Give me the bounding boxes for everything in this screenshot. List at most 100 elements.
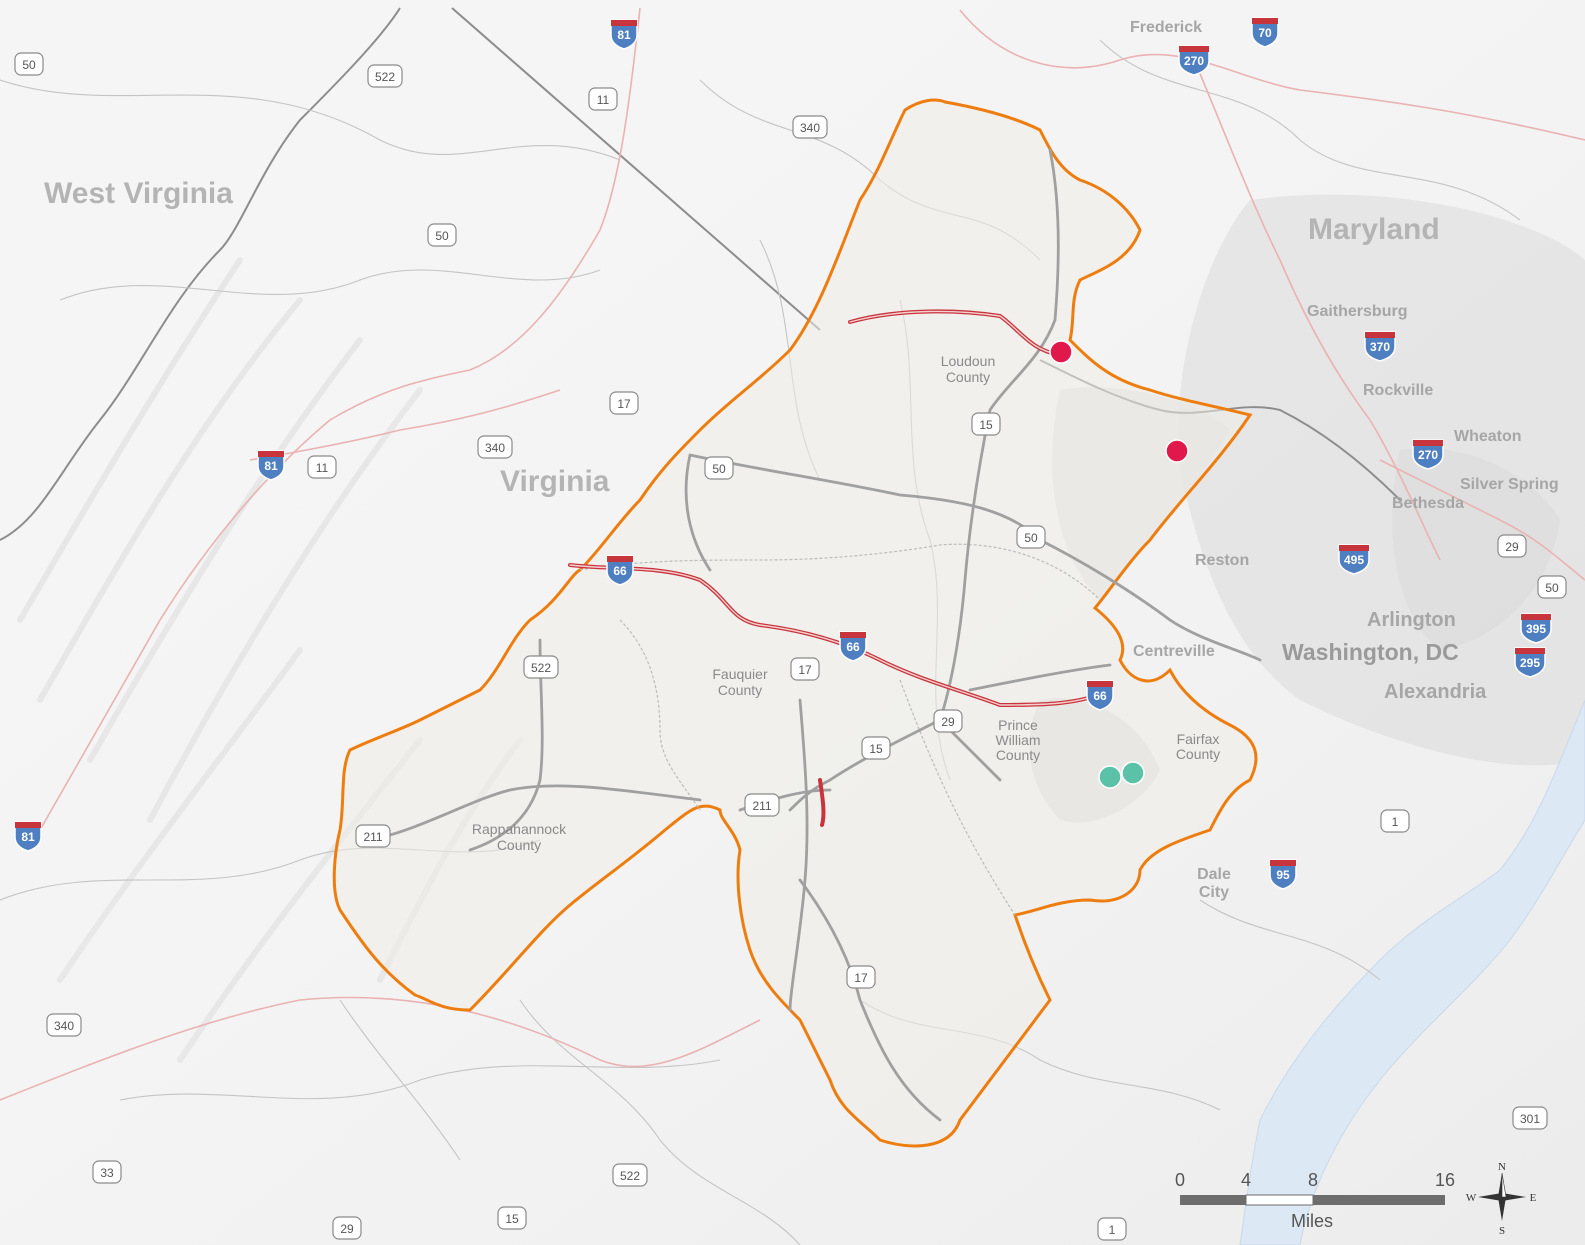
us-route-shield-label: 15	[869, 742, 883, 756]
us-route-shield-label: 11	[316, 461, 329, 475]
county-label-rappahannock-line1: Rappahannock	[472, 821, 567, 837]
scale-bar: 0 4 8 16 Miles	[1175, 1170, 1455, 1231]
interstate-shield-label: 81	[21, 830, 35, 844]
us-route-shield-label: 29	[340, 1222, 354, 1236]
interstate-shield-label: 66	[846, 640, 860, 654]
county-label-loudoun-line2: County	[946, 369, 990, 385]
city-label-dale-city-line2: City	[1199, 884, 1229, 901]
interstate-shield-label: 295	[1520, 656, 1540, 670]
us-route-shield-label: 522	[620, 1169, 640, 1183]
city-label-reston: Reston	[1195, 552, 1249, 569]
county-label-fauquier-line2: County	[718, 682, 762, 698]
us-route-shield-label: 29	[1505, 540, 1519, 554]
interstate-shield-label: 495	[1344, 553, 1364, 567]
city-label-dale-city-line1: Dale	[1197, 866, 1231, 883]
state-label-west-virginia: West Virginia	[44, 177, 233, 210]
scale-tick-4: 4	[1241, 1170, 1251, 1190]
county-label-rappahannock-line2: County	[497, 837, 541, 853]
compass-e: E	[1530, 1192, 1537, 1204]
interstates	[568, 309, 1112, 827]
county-labels: Loudoun County Fauquier County Rappahann…	[472, 353, 1220, 853]
county-label-fauquier-line1: Fauquier	[712, 666, 768, 682]
us-route-shield-label: 211	[363, 830, 382, 844]
state-label-maryland: Maryland	[1308, 213, 1440, 246]
interstate-shield-label: 270	[1418, 448, 1438, 462]
us-highways	[368, 148, 1262, 1122]
us-route-shield-label: 301	[1520, 1112, 1540, 1126]
red-location-marker[interactable]	[1049, 340, 1073, 364]
city-label-rockville: Rockville	[1363, 382, 1433, 399]
scale-segment	[1245, 1194, 1314, 1206]
compass-n: N	[1498, 1161, 1506, 1173]
scale-segment	[1313, 1195, 1445, 1205]
interstate-shield-label: 395	[1526, 622, 1546, 636]
scale-tick-16: 16	[1435, 1170, 1455, 1190]
county-boundaries	[579, 543, 1101, 916]
city-label-frederick: Frederick	[1130, 19, 1202, 36]
water-bodies	[1239, 699, 1585, 1245]
compass-s: S	[1499, 1225, 1505, 1237]
city-label-alexandria: Alexandria	[1384, 681, 1487, 703]
city-label-wheaton: Wheaton	[1454, 428, 1522, 445]
north-arrow-icon: N S E W	[1466, 1161, 1537, 1237]
county-label-prince-william-line1: Prince	[998, 717, 1038, 733]
interstate-shield-label: 70	[1258, 26, 1272, 40]
interstate-shield-label: 270	[1184, 54, 1204, 68]
us-route-shield-label: 522	[375, 70, 395, 84]
city-label-silver-spring: Silver Spring	[1460, 476, 1559, 493]
us-route-shield-label: 33	[100, 1166, 114, 1180]
secondary-highways	[0, 7, 1585, 1101]
interstate-shield-label: 81	[264, 459, 278, 473]
county-label-prince-william-line3: County	[996, 747, 1040, 763]
us-route-shield-label: 17	[798, 663, 812, 677]
interstate-shield-label: 66	[613, 564, 627, 578]
city-label-bethesda: Bethesda	[1392, 495, 1464, 512]
study-area-boundary	[332, 98, 1258, 1148]
county-label-prince-william-line2: William	[995, 732, 1040, 748]
us-route-shield-label: 340	[485, 441, 505, 455]
scale-tick-0: 0	[1175, 1170, 1185, 1190]
city-labels: Frederick Gaithersburg Rockville Wheaton…	[1130, 19, 1559, 901]
us-route-shields: 50 522 11 340 50 17 340 11 50 15 50 29 5…	[14, 52, 1567, 1241]
interstate-shield-label: 370	[1370, 340, 1390, 354]
us-route-shield-label: 29	[941, 715, 955, 729]
us-route-shield-label: 17	[617, 397, 631, 411]
point-markers[interactable]	[1049, 340, 1189, 789]
interstate-shield-label: 95	[1276, 868, 1290, 882]
county-label-loudoun-line1: Loudoun	[941, 353, 996, 369]
state-label-virginia: Virginia	[500, 465, 610, 498]
scale-unit-label: Miles	[1291, 1211, 1333, 1231]
city-label-arlington: Arlington	[1367, 609, 1456, 631]
us-route-shield-label: 211	[752, 799, 771, 813]
interstate-shield-label: 66	[1093, 689, 1107, 703]
compass-w: W	[1466, 1192, 1477, 1204]
us-route-shield-label: 1	[1392, 815, 1399, 829]
interstate-shields: 81 70 270 370 270 495 395 295 81 81 66 6…	[14, 17, 1552, 890]
us-route-shield-label: 50	[435, 229, 449, 243]
us-route-shield-label: 50	[712, 462, 726, 476]
city-label-centreville: Centreville	[1133, 643, 1215, 660]
us-route-shield-label: 15	[979, 418, 993, 432]
us-route-shield-label: 522	[531, 661, 551, 675]
us-route-shield-label: 11	[597, 93, 610, 107]
us-route-shield-label: 50	[1024, 531, 1038, 545]
city-label-washington-dc: Washington, DC	[1282, 639, 1459, 665]
scale-segment	[1180, 1195, 1246, 1205]
state-labels: West Virginia Maryland Virginia	[44, 177, 1440, 498]
scale-tick-8: 8	[1308, 1170, 1318, 1190]
us-route-shield-label: 1	[1109, 1223, 1116, 1237]
us-route-shield-label: 15	[505, 1212, 519, 1226]
county-label-fairfax-line1: Fairfax	[1177, 731, 1220, 747]
county-label-fairfax-line2: County	[1176, 746, 1220, 762]
us-route-shield-label: 17	[854, 971, 868, 985]
us-route-shield-label: 340	[800, 121, 820, 135]
us-route-shield-label: 340	[54, 1019, 74, 1033]
red-location-marker[interactable]	[1165, 439, 1189, 463]
us-route-shield-label: 50	[22, 58, 36, 72]
city-label-gaithersburg: Gaithersburg	[1307, 303, 1407, 320]
teal-location-marker[interactable]	[1121, 761, 1145, 785]
teal-location-marker[interactable]	[1098, 765, 1122, 789]
interstate-shield-label: 81	[617, 28, 631, 42]
